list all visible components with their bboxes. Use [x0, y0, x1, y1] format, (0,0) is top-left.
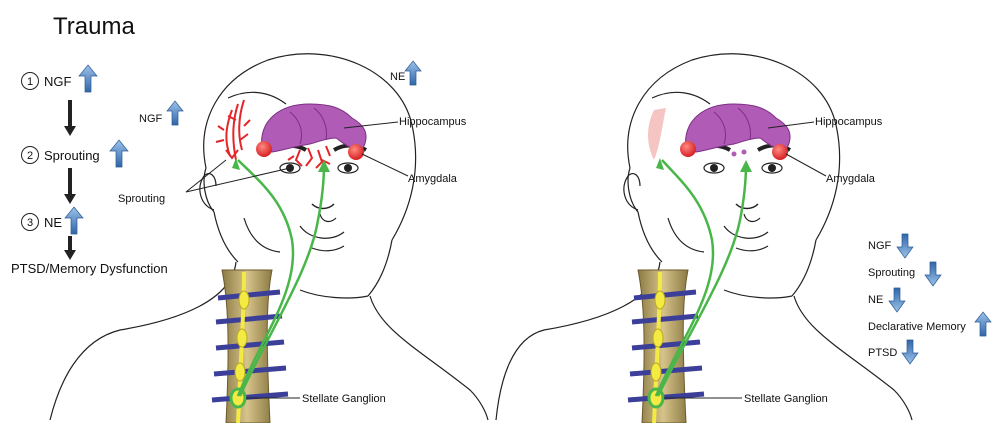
- step-1-number: 1: [27, 76, 33, 88]
- right-hippocampus-label: Hippocampus: [815, 116, 883, 128]
- left-amygdala-node-front: [256, 141, 272, 157]
- effect-ngf-down-arrow: [897, 234, 913, 258]
- step-3-label: NE: [44, 215, 62, 230]
- left-head-outline: [50, 54, 488, 420]
- outcome-label: PTSD/Memory Dysfunction: [11, 261, 168, 276]
- left-amygdala: [348, 144, 364, 160]
- flow-arrowhead-2: [64, 194, 76, 204]
- effect-ngf-label: NGF: [868, 240, 892, 252]
- left-chain-node: [237, 329, 247, 347]
- effect-ptsd-label: PTSD: [868, 347, 897, 359]
- step-1-label: NGF: [44, 74, 72, 89]
- step-1-up-arrow: [79, 65, 97, 92]
- effect-declarative-memory-up-arrow: [975, 312, 991, 336]
- effect-declarative-memory-label: Declarative Memory: [868, 321, 966, 333]
- left-ne-up-arrow: [405, 61, 421, 85]
- step-3-up-arrow: [65, 207, 83, 234]
- effect-ne-label: NE: [868, 294, 883, 306]
- flow-arrowhead-3: [64, 250, 76, 260]
- right-head-outline: [496, 54, 912, 420]
- left-ngf-label: NGF: [139, 113, 163, 125]
- flow-arrowhead-1: [64, 126, 76, 136]
- step-3-number: 3: [27, 217, 33, 229]
- right-chain-node: [655, 291, 665, 309]
- effects-list: NGF Sprouting NE Declarative Memory PTSD: [868, 234, 991, 364]
- right-forehead-reduced: [648, 108, 666, 160]
- step-2-up-arrow: [110, 140, 128, 167]
- right-panel: Hippocampus Amygdala Stellate Ganglion N…: [496, 54, 991, 423]
- left-hippocampus-label: Hippocampus: [399, 116, 467, 128]
- left-chain-node: [239, 291, 249, 309]
- right-amygdala-label: Amygdala: [826, 173, 876, 185]
- left-ganglion-label: Stellate Ganglion: [302, 393, 386, 405]
- effect-sprouting-down-arrow: [925, 262, 941, 286]
- right-amygdala-node-front: [680, 141, 696, 157]
- left-sprouting-label: Sprouting: [118, 193, 165, 205]
- left-ngf-up-arrow: [167, 101, 183, 125]
- right-spine: [628, 270, 704, 423]
- right-chain-node: [653, 329, 663, 347]
- page-title: Trauma: [53, 13, 135, 40]
- right-ganglion-label: Stellate Ganglion: [744, 393, 828, 405]
- left-amygdala-label: Amygdala: [408, 173, 458, 185]
- left-nerve-arrowhead: [318, 160, 330, 172]
- trauma-flow: Trauma 1 NGF 2 Sprouting 3 NE PTSD/Memor…: [11, 13, 168, 276]
- right-chain-node: [651, 363, 661, 381]
- effect-ptsd-down-arrow: [902, 340, 918, 364]
- left-leader-lines: [186, 122, 408, 398]
- left-forehead-sprouting: [216, 100, 250, 160]
- left-hippocampus: [262, 104, 367, 152]
- effect-ne-down-arrow: [889, 288, 905, 312]
- step-2-label: Sprouting: [44, 148, 100, 163]
- right-amygdala: [772, 144, 788, 160]
- right-nerve-arrowhead: [740, 160, 752, 172]
- left-ne-label: NE: [390, 71, 405, 83]
- left-chain-node: [235, 363, 245, 381]
- step-2-number: 2: [27, 150, 33, 162]
- left-panel: NGF NE Hippocampus Amygdala Sprouting St…: [50, 54, 488, 423]
- left-spine: [212, 270, 288, 423]
- effect-sprouting-label: Sprouting: [868, 267, 915, 279]
